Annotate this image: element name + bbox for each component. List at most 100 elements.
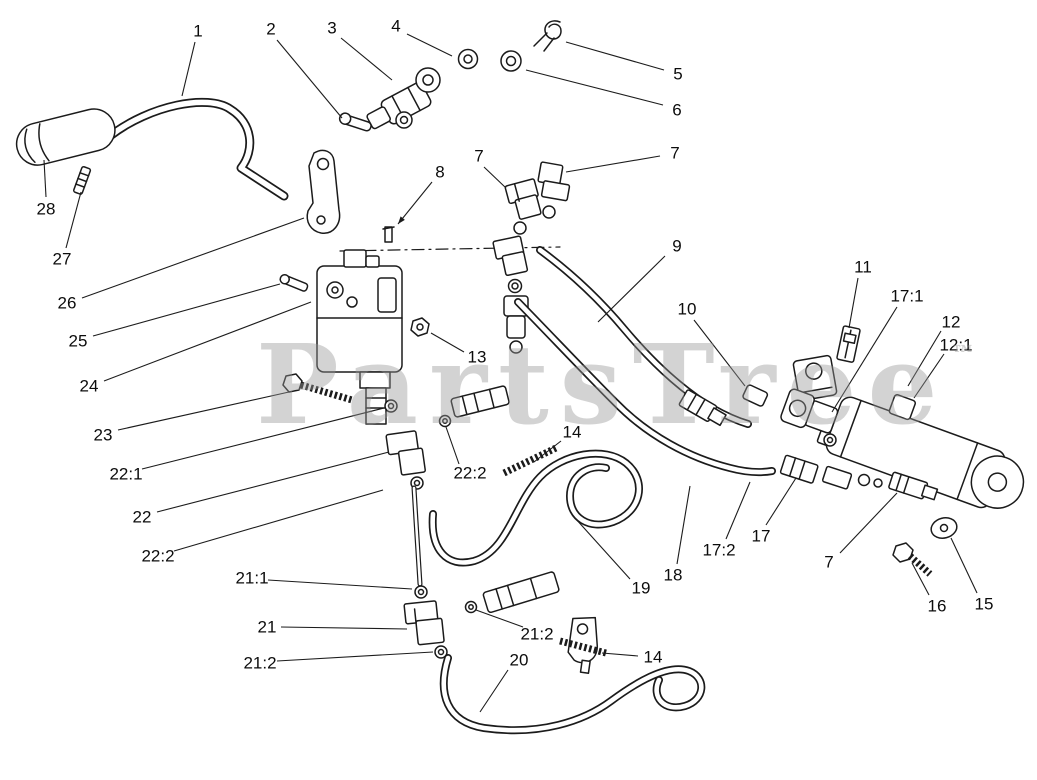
callout-leader-line bbox=[117, 391, 290, 431]
callout-label: 21:2 bbox=[520, 625, 553, 644]
callout-label: 18 bbox=[664, 566, 683, 585]
callout-label: 11 bbox=[854, 258, 872, 277]
callout-label: 1 bbox=[193, 22, 202, 41]
callout-label: 28 bbox=[37, 200, 56, 219]
part-spacer-10 bbox=[742, 384, 769, 407]
callout-label: 9 bbox=[672, 237, 681, 256]
callout-leader-line bbox=[65, 191, 82, 249]
part-elbow-fitting-a bbox=[504, 178, 542, 220]
part-elbow-fitting-b bbox=[537, 161, 571, 202]
callout-label: 14 bbox=[644, 648, 663, 667]
part-clevis-pin bbox=[338, 112, 372, 132]
part-valve-24 bbox=[316, 249, 403, 425]
callout-label: 8 bbox=[435, 163, 444, 182]
part-cotter-pin bbox=[533, 20, 562, 52]
callout-leader-line bbox=[597, 255, 666, 323]
callout-leader-line bbox=[725, 481, 751, 540]
callout-leader-line bbox=[765, 477, 797, 526]
callout-leader-line bbox=[276, 39, 343, 119]
part-elbow-21 bbox=[403, 600, 445, 646]
callout-label: 7 bbox=[474, 147, 483, 166]
callout-leader-line bbox=[911, 562, 930, 596]
callout-leader-line bbox=[397, 181, 433, 225]
callout-leader-line bbox=[92, 283, 281, 337]
callout-leader-line bbox=[81, 217, 305, 299]
callout-leader-line bbox=[693, 319, 746, 387]
part-fitting-17-2 bbox=[821, 465, 853, 490]
callout-label: 17 bbox=[752, 527, 771, 546]
callout-label: 24 bbox=[80, 377, 99, 396]
callout-label: 17:1 bbox=[890, 287, 923, 306]
callout-leader-line bbox=[479, 669, 509, 713]
part-oring-21-1 bbox=[414, 585, 428, 599]
callout-leader-line bbox=[565, 41, 665, 71]
callout-label: 22:2 bbox=[453, 464, 486, 483]
callout-label: 21:2 bbox=[243, 654, 276, 673]
part-clevis-bracket bbox=[792, 354, 838, 402]
callout-leader-line bbox=[839, 492, 898, 554]
callout-leader-line bbox=[525, 69, 664, 106]
part-oring-22-2 bbox=[438, 414, 452, 428]
part-bolt-25 bbox=[279, 274, 309, 292]
callout-leader-line bbox=[913, 353, 945, 399]
callout-label: 12 bbox=[942, 313, 961, 332]
callout-label: 21:1 bbox=[235, 569, 268, 588]
callout-leader-line bbox=[156, 451, 390, 513]
callout-label: 3 bbox=[327, 19, 336, 38]
part-elbow-fitting-c bbox=[492, 235, 529, 277]
callout-label: 20 bbox=[510, 651, 529, 670]
callout-leader-line bbox=[445, 426, 460, 465]
part-handle-grip bbox=[15, 108, 116, 166]
part-fitting-17 bbox=[779, 454, 819, 484]
callout-label: 22:2 bbox=[141, 547, 174, 566]
part-oring-7b bbox=[542, 205, 556, 219]
callout-arrowhead bbox=[398, 216, 405, 224]
callout-label: 13 bbox=[468, 348, 487, 367]
part-oring-under-22 bbox=[410, 476, 424, 490]
callout-label: 14 bbox=[563, 423, 582, 442]
callout-leader-line bbox=[950, 537, 978, 594]
part-straight-fitting-20 bbox=[482, 571, 560, 614]
callout-label: 7 bbox=[670, 144, 679, 163]
callout-label: 6 bbox=[672, 101, 681, 120]
part-fitting-7-right bbox=[888, 471, 939, 501]
part-grip-pin bbox=[73, 166, 92, 195]
part-washer-4 bbox=[457, 48, 479, 70]
part-control-rod bbox=[105, 97, 289, 201]
callout-leader-line bbox=[831, 306, 898, 413]
callout-label: 23 bbox=[94, 426, 113, 445]
callout-label: 19 bbox=[632, 579, 651, 598]
callout-label: 27 bbox=[53, 250, 72, 269]
callout-leader-line bbox=[280, 626, 408, 630]
part-oring-21-2 bbox=[434, 645, 448, 659]
part-tube-drop bbox=[411, 485, 423, 587]
part-bolt-23 bbox=[282, 373, 353, 404]
part-hose-20 bbox=[439, 654, 706, 735]
callout-leader-line bbox=[173, 489, 384, 552]
callout-leader-line bbox=[430, 332, 465, 353]
part-washer-15 bbox=[930, 517, 958, 539]
centerline-dashdot bbox=[339, 246, 561, 252]
part-check-valve bbox=[366, 67, 441, 130]
part-hose-19 bbox=[428, 449, 643, 567]
callout-label: 7 bbox=[824, 553, 833, 572]
callout-leader-line bbox=[533, 440, 562, 463]
part-ring-21-2b bbox=[464, 600, 478, 614]
callout-leader-line bbox=[601, 652, 639, 657]
callout-leader-line bbox=[43, 159, 47, 198]
part-oring-22-1 bbox=[384, 399, 398, 413]
callout-label: 21 bbox=[258, 618, 277, 637]
callout-label: 5 bbox=[673, 65, 682, 84]
callout-leader-line bbox=[181, 41, 196, 97]
callout-leader-line bbox=[276, 651, 434, 662]
callout-label: 17:2 bbox=[702, 541, 735, 560]
callout-leader-line bbox=[267, 579, 413, 590]
part-set-screw bbox=[382, 226, 395, 243]
parts-artwork bbox=[15, 20, 1025, 735]
callout-leader-line bbox=[475, 609, 524, 628]
callout-label: 12:1 bbox=[939, 336, 972, 355]
callout-label: 15 bbox=[975, 595, 994, 614]
callout-label: 16 bbox=[928, 597, 947, 616]
part-retainer-clip-11 bbox=[836, 325, 861, 363]
